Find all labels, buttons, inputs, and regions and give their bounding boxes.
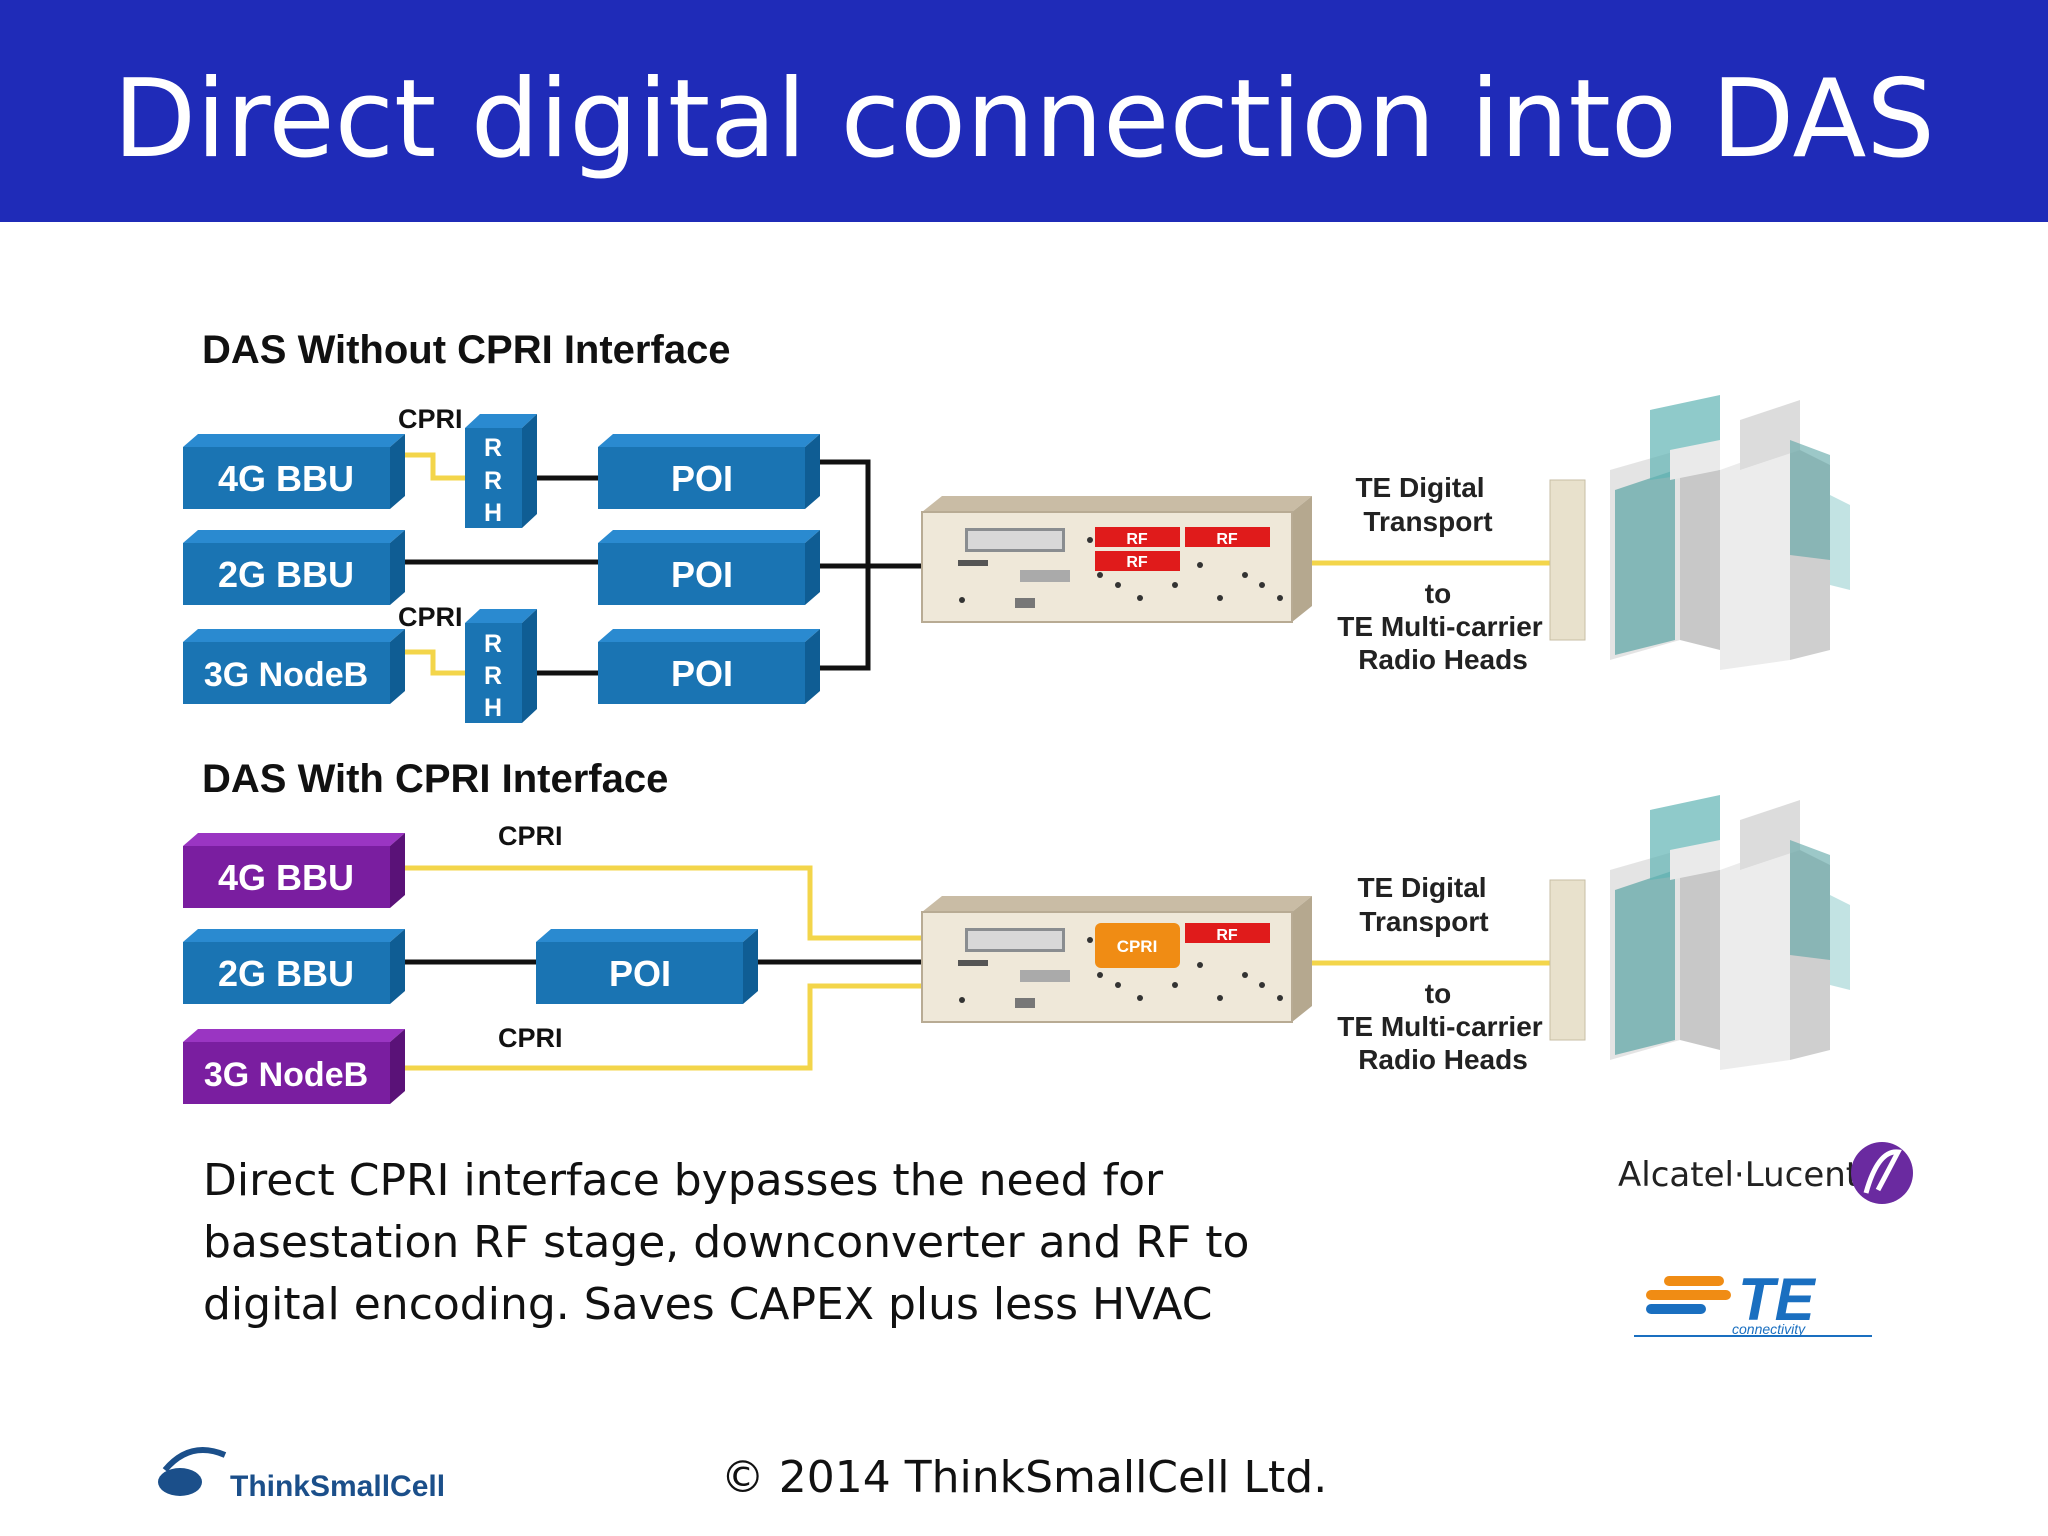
rrh-2-letter-3: H bbox=[484, 694, 502, 722]
top-das-rack: RF RF RF bbox=[921, 495, 1313, 623]
caption: Direct CPRI interface bypasses the need … bbox=[203, 1150, 1253, 1336]
bottom-city-illustration bbox=[1549, 794, 1851, 1071]
top-poi-3: POI bbox=[598, 629, 820, 704]
top-rf-2-label: RF bbox=[1216, 531, 1238, 548]
bottom-4g-bbu-label: 4G BBU bbox=[218, 857, 354, 898]
top-rrh-1: R R H bbox=[465, 414, 537, 528]
top-2g-bbu: 2G BBU bbox=[183, 530, 405, 605]
rrh-1-letter-2: R bbox=[484, 467, 502, 495]
top-radio-line-2: Radio Heads bbox=[1358, 644, 1528, 675]
bottom-heading: DAS With CPRI Interface bbox=[202, 757, 668, 801]
bottom-poi-label: POI bbox=[609, 953, 671, 994]
top-cpri-label-2: CPRI bbox=[398, 602, 463, 632]
top-rf-1-label: RF bbox=[1126, 531, 1148, 548]
bottom-cpri-card bbox=[1095, 923, 1180, 968]
top-cpri-label-1: CPRI bbox=[398, 404, 463, 434]
bottom-cpri-card-label: CPRI bbox=[1117, 937, 1158, 956]
bottom-das-rack: CPRI RF bbox=[921, 895, 1313, 1023]
bottom-poi: POI bbox=[536, 929, 758, 1004]
top-transport-line-1: TE Digital bbox=[1355, 472, 1484, 503]
rrh-1-letter-1: R bbox=[484, 434, 502, 462]
bottom-4g-bbu: 4G BBU bbox=[183, 833, 405, 908]
te-connectivity-logo: TE connectivity bbox=[1634, 1266, 1872, 1337]
alcatel-lucent-logo: Alcatel·Lucent bbox=[1618, 1142, 1913, 1204]
top-to-label: to bbox=[1425, 578, 1451, 609]
caption-line-2: basestation RF stage, downconverter and … bbox=[203, 1217, 1250, 1268]
rrh-1-letter-3: H bbox=[484, 499, 502, 527]
top-city-illustration bbox=[1549, 394, 1851, 671]
top-poi-1: POI bbox=[598, 434, 820, 509]
bottom-transport-line-1: TE Digital bbox=[1357, 872, 1486, 903]
top-poi-3-label: POI bbox=[671, 653, 733, 694]
caption-line-3: digital encoding. Saves CAPEX plus less … bbox=[203, 1279, 1213, 1330]
bottom-3g-nodeb-label: 3G NodeB bbox=[204, 1056, 368, 1094]
top-poi-2: POI bbox=[598, 530, 820, 605]
bottom-transport-line-2: Transport bbox=[1359, 906, 1488, 937]
top-poi-1-label: POI bbox=[671, 458, 733, 499]
caption-line-1: Direct CPRI interface bypasses the need … bbox=[203, 1155, 1164, 1206]
top-3g-nodeb-label: 3G NodeB bbox=[204, 656, 368, 694]
thinksmallcell-wordmark: ThinkSmallCell bbox=[230, 1470, 445, 1503]
thinksmallcell-logo: ThinkSmallCell bbox=[158, 1447, 445, 1503]
rrh-2-letter-1: R bbox=[484, 630, 502, 658]
bottom-2g-bbu-label: 2G BBU bbox=[218, 953, 354, 994]
top-heading: DAS Without CPRI Interface bbox=[202, 328, 731, 372]
top-4g-bbu: 4G BBU bbox=[183, 434, 405, 509]
top-rrh-2: R R H bbox=[465, 609, 537, 723]
alcatel-lucent-wordmark: Alcatel·Lucent bbox=[1618, 1155, 1859, 1195]
bottom-rf-card bbox=[1185, 923, 1270, 943]
bottom-connections bbox=[405, 865, 1552, 1071]
bottom-radio-line-1: TE Multi-carrier bbox=[1337, 1011, 1542, 1042]
bottom-rf-card-label: RF bbox=[1216, 927, 1238, 944]
top-3g-nodeb: 3G NodeB bbox=[183, 629, 405, 704]
top-poi-2-label: POI bbox=[671, 554, 733, 595]
top-rf-3-label: RF bbox=[1126, 554, 1148, 571]
bottom-cpri-label-2: CPRI bbox=[498, 1023, 563, 1053]
top-4g-bbu-label: 4G BBU bbox=[218, 458, 354, 499]
bottom-2g-bbu: 2G BBU bbox=[183, 929, 405, 1004]
te-wordmark: TE bbox=[1738, 1266, 1817, 1333]
bottom-to-label: to bbox=[1425, 978, 1451, 1009]
top-transport-line-2: Transport bbox=[1363, 506, 1492, 537]
top-rf-card-3 bbox=[1095, 551, 1180, 571]
bottom-3g-nodeb: 3G NodeB bbox=[183, 1029, 405, 1104]
rrh-2-letter-2: R bbox=[484, 662, 502, 690]
te-subtitle: connectivity bbox=[1732, 1321, 1806, 1337]
bottom-radio-line-2: Radio Heads bbox=[1358, 1044, 1528, 1075]
top-rf-card-1 bbox=[1095, 527, 1180, 547]
top-radio-line-1: TE Multi-carrier bbox=[1337, 611, 1542, 642]
bottom-cpri-label-1: CPRI bbox=[498, 821, 563, 851]
top-2g-bbu-label: 2G BBU bbox=[218, 554, 354, 595]
top-connections bbox=[405, 452, 1552, 676]
title-bar bbox=[0, 0, 2048, 222]
copyright: © 2014 ThinkSmallCell Ltd. bbox=[720, 1452, 1328, 1503]
slide-title: Direct digital connection into DAS bbox=[113, 57, 1935, 182]
top-rf-card-2 bbox=[1185, 527, 1270, 547]
